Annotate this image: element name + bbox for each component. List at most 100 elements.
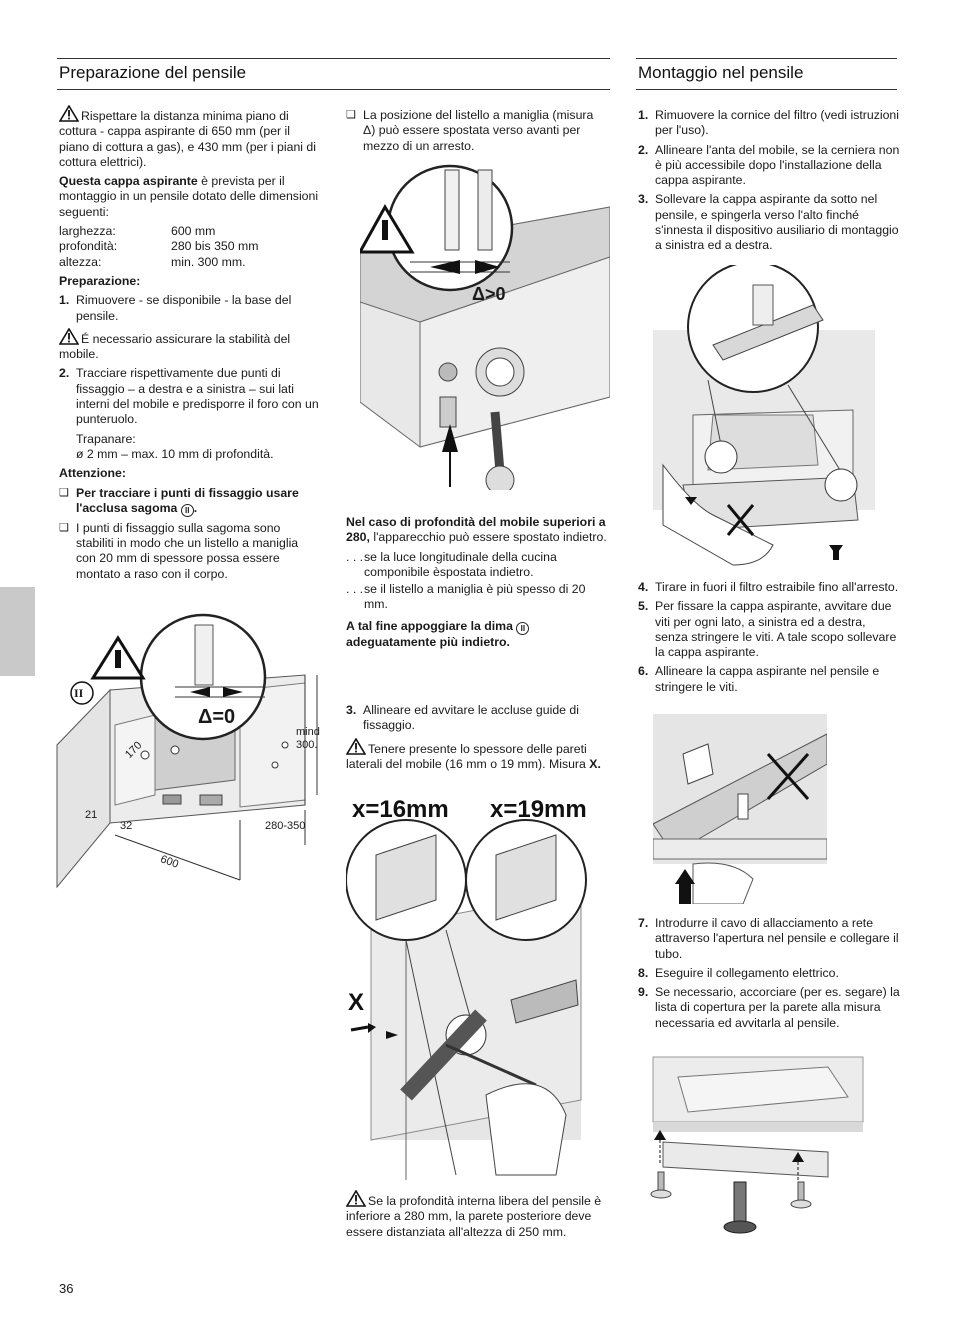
warning-paragraph-2: É necessario assicurare la stabilità del…	[59, 327, 321, 363]
step-3: 3. Allineare ed avvitare le accluse guide…	[346, 703, 608, 734]
step-text: Tracciare rispettivamente due punti di f…	[76, 366, 319, 427]
mind-value-label: 300.	[296, 739, 318, 751]
step-text: Rimuovere - se disponibile - la base del…	[76, 293, 292, 323]
middle-bottom-text: Se la profondità interna libera del pens…	[346, 1190, 608, 1244]
step-number: 8.	[638, 965, 649, 980]
drill-info: Trapanare: ø 2 mm – max. 10 mm di profon…	[59, 432, 321, 463]
brackets-figure: x=16mm x=19mm X	[345, 795, 608, 1180]
step-number: 6.	[638, 664, 649, 679]
ellipsis-item-1: . . .se la luce longitudinale della cuci…	[346, 550, 608, 581]
step-text: Sollevare la cappa aspirante da sotto ne…	[655, 192, 899, 253]
ellipsis-text-1: se la luce longitudinale della cucina co…	[364, 549, 557, 579]
prep-heading: Preparazione:	[59, 273, 141, 288]
template-note-text: A tal fine appoggiare la dima	[346, 618, 513, 633]
template-mark-icon: II	[180, 503, 194, 517]
middle-step3-text: 3. Allineare ed avvitare le accluse guide…	[346, 703, 608, 776]
bullet-1: ❑Per tracciare i punti di fissaggio usar…	[59, 485, 299, 517]
step-number: 3.	[638, 192, 649, 207]
step-4-right: 4. Tirare in fuori il filtro estraibile f…	[638, 580, 900, 595]
step-2: 2.Tracciare rispettivamente due punti di…	[59, 366, 321, 427]
warning-triangle-icon	[346, 1190, 366, 1207]
step-number: 3.	[346, 703, 357, 717]
step-1: 1. Rimuovere - se disponibile - la base d…	[59, 293, 321, 324]
step-number: 9.	[638, 985, 649, 1000]
step-number: 7.	[638, 916, 649, 930]
warning-paragraph-4: Se la profondità interna libera del pens…	[346, 1190, 608, 1240]
hood-insert-figure	[653, 261, 875, 570]
dimensions-list: larghezza:600 mm profondità:280 bis 350 …	[59, 224, 321, 270]
drill-line-2: ø 2 mm – max. 10 mm di profondità.	[76, 446, 274, 461]
delta-greater-zero-label: Δ>0	[472, 284, 506, 304]
left-section-title: Preparazione del pensile	[59, 63, 247, 82]
warning-triangle-icon	[346, 737, 366, 755]
left-column-text: Rispettare la distanza minima piano di c…	[59, 105, 321, 586]
ellipsis-mark: . . .	[346, 582, 364, 597]
warning-paragraph-3: Tenere presente lo spessore delle pareti…	[346, 737, 608, 773]
step-9-right: 9. Se necessario, accorciare (per es. seg…	[638, 985, 900, 1031]
dim-value: min. 300 mm.	[171, 254, 246, 269]
warning-text-3: Tenere presente lo spessore delle pareti…	[346, 741, 587, 771]
step-number: 5.	[638, 599, 649, 614]
depth-paragraph: Nel caso di profondità del mobile superi…	[346, 515, 608, 546]
step-8-right: 8. Eseguire il collegamento elettrico.	[638, 966, 900, 981]
ellipsis-text-2: se il listello a maniglia è più spesso d…	[364, 582, 586, 612]
checkbox-bullet-icon: ❑	[59, 521, 69, 534]
drill-line-1: Trapanare:	[76, 431, 136, 446]
step-text: Allineare ed avvitare le accluse guide d…	[363, 703, 580, 733]
bullet-2: ❑I punti di fissaggio sulla sagoma sono …	[59, 521, 321, 582]
warning-triangle-icon	[59, 105, 79, 122]
delta-zero-label: Δ=0	[198, 706, 236, 728]
header-rule-top-right	[636, 58, 897, 59]
dim-label: larghezza:	[59, 224, 116, 239]
step-1-right: 1. Rimuovere la cornice del filtro (vedi …	[638, 108, 900, 139]
ellipsis-mark: . . .	[346, 549, 364, 564]
dim-label: profondità:	[59, 239, 118, 254]
right-section-title: Montaggio nel pensile	[638, 63, 804, 82]
step-6-right: 6. Allineare la cappa aspirante nel pensi…	[638, 664, 900, 695]
step-text: Tirare in fuori il filtro estraibile fin…	[655, 580, 899, 594]
header-rule-bottom-left	[57, 89, 610, 90]
dim-280-350-label: 280-350	[265, 820, 306, 832]
checkbox-bullet-icon: ❑	[59, 486, 69, 499]
step-7-right: 7. Introdurre il cavo di allacciamento a …	[638, 916, 900, 962]
checkbox-bullet-icon: ❑	[346, 109, 356, 121]
page-number: 36	[59, 1281, 74, 1296]
dim-21-label: 21	[85, 809, 98, 821]
cover-strip-figure	[648, 1052, 866, 1242]
step-5-right: 5. Per fissare la cappa aspirante, avvita…	[638, 599, 900, 660]
dim-value: 280 bis 350 mm	[171, 239, 259, 254]
right-steps-b: 4. Tirare in fuori il filtro estraibile f…	[638, 580, 900, 699]
mind-label: mind	[296, 726, 320, 738]
header-rule-top-left	[57, 58, 610, 59]
x-measure-label: X	[348, 989, 365, 1016]
bullet-handle-position: ❑La posizione del listello a maniglia (m…	[346, 108, 608, 154]
step-text: Rimuovere la cornice del filtro (vedi is…	[655, 108, 899, 138]
template-mark-icon: II	[516, 621, 530, 635]
right-steps-a: 1. Rimuovere la cornice del filtro (vedi …	[638, 108, 900, 258]
intro-bold: Questa cappa aspirante	[59, 174, 198, 189]
cabinet-template-figure: II Δ=0 mind 300. 170 21 32 280-350 600	[55, 595, 345, 890]
step-number: 1.	[638, 108, 649, 122]
intro-rest: è prevista per il montaggio in un pensil…	[59, 174, 319, 219]
ellipsis-item-2: . . .se il listello a maniglia è più spe…	[346, 582, 608, 613]
depth-rest: l'apparecchio può essere spostato indiet…	[369, 530, 607, 545]
header-rule-bottom-right	[636, 89, 897, 90]
measure-x: X.	[589, 756, 601, 771]
step-text: Introdurre il cavo di allacciamento a re…	[655, 916, 899, 961]
step-number: 4.	[638, 580, 649, 594]
warning-paragraph-1: Rispettare la distanza minima piano di c…	[59, 105, 321, 170]
step-2-right: 2.Allineare l'anta del mobile, se la cer…	[638, 143, 900, 189]
x19-label: x=19mm	[490, 796, 587, 823]
depth-bold: Nel caso di profondità del mobile superi…	[346, 515, 606, 545]
step-text: Allineare l'anta del mobile, se la cerni…	[655, 142, 900, 188]
step-text: Per fissare la cappa aspirante, avvitare…	[655, 599, 897, 660]
warning-triangle-icon	[59, 327, 79, 345]
warning-text-4: Se la profondità interna libera del pens…	[346, 1194, 602, 1239]
step-text: Eseguire il collegamento elettrico.	[655, 965, 839, 980]
middle-top-text: ❑La posizione del listello a maniglia (m…	[346, 108, 608, 158]
step-number: 1.	[59, 293, 70, 308]
step-text: Allineare la cappa aspirante nel pensile…	[655, 664, 880, 694]
step-text: Se necessario, accorciare (per es. segar…	[655, 985, 900, 1030]
middle-depth-text: Nel caso di profondità del mobile superi…	[346, 515, 608, 654]
